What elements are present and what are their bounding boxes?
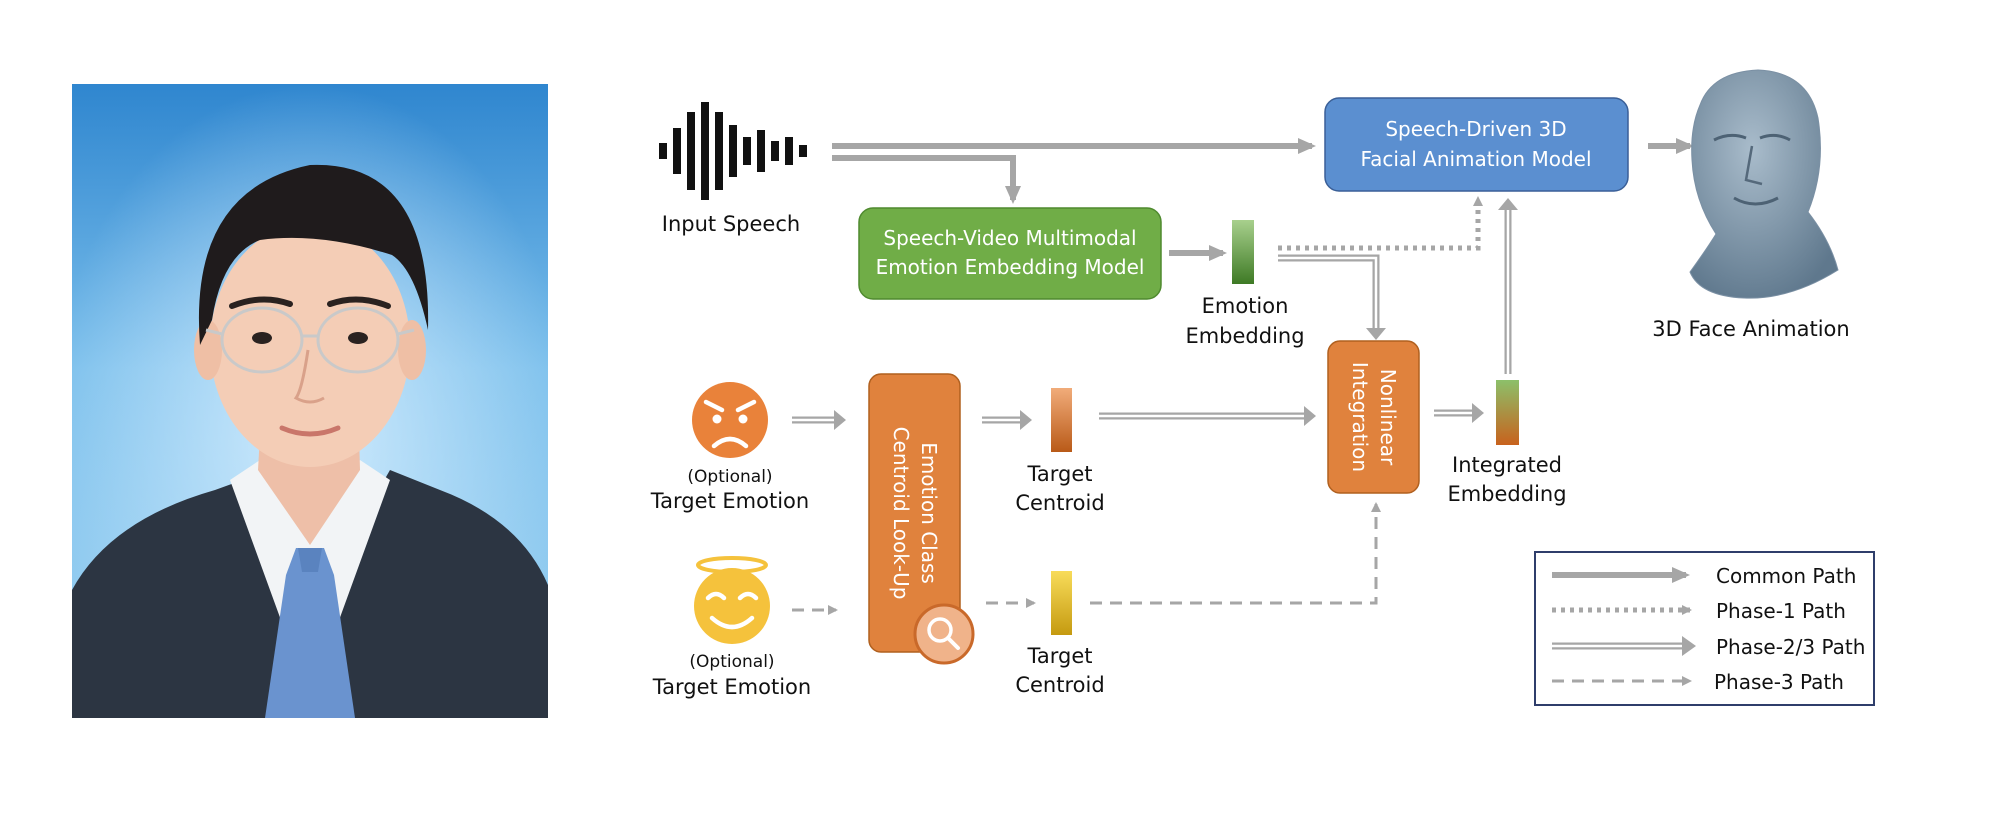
nonlinear-integration-box: Nonlinear Integration (1327, 340, 1420, 494)
arrow-speech-to-emotion-model (832, 155, 1021, 204)
emotion-embedding-line2: Embedding (1185, 324, 1304, 348)
angry-face-icon (692, 382, 768, 458)
3d-head-mesh-icon (1689, 69, 1839, 299)
emotion-embedding-line1: Emotion (1202, 294, 1289, 318)
integrated-embedding-line1: Integrated (1452, 453, 1562, 477)
emotion-embedding-bar (1232, 220, 1254, 284)
target-centroid-2-bar (1051, 571, 1072, 635)
magnifier-icon (913, 603, 975, 665)
legend-label-phase3: Phase-3 Path (1714, 670, 1844, 694)
waveform-icon (659, 102, 807, 200)
lookup-line2: Centroid Look-Up (889, 427, 913, 600)
animation-model-box: Speech-Driven 3D Facial Animation Model (1324, 97, 1629, 192)
animation-model-line2: Facial Animation Model (1360, 147, 1591, 171)
centroid-lookup-box: Emotion Class Centroid Look-Up (868, 373, 961, 653)
phase3-path-arrows (792, 502, 1381, 615)
target-centroid-2-line1: Target (1027, 644, 1093, 668)
legend-label-phase23: Phase-2/3 Path (1716, 635, 1865, 659)
integrated-embedding-line2: Embedding (1447, 482, 1566, 506)
smiling-angel-face-icon (694, 556, 770, 644)
phase23-path-arrows (792, 198, 1518, 430)
arrow-phase1-embedding-to-animation (1278, 196, 1483, 251)
portrait-photo (72, 84, 548, 718)
emotion-model-line2: Emotion Embedding Model (876, 255, 1145, 279)
target-centroid-2-line2: Centroid (1015, 673, 1104, 697)
lookup-line1: Emotion Class (917, 442, 941, 584)
input-speech-label: Input Speech (662, 212, 800, 236)
legend-label-common: Common Path (1716, 564, 1856, 588)
target-emotion-1-label: Target Emotion (650, 489, 809, 513)
target-centroid-1-line1: Target (1027, 462, 1093, 486)
emotion-model-line1: Speech-Video Multimodal (883, 226, 1136, 250)
animation-model-line1: Speech-Driven 3D (1385, 117, 1566, 141)
target-emotion-1-optional: (Optional) (687, 467, 772, 487)
legend-label-phase1: Phase-1 Path (1716, 599, 1846, 623)
target-emotion-2-optional: (Optional) (689, 652, 774, 672)
nonlinear-line2: Integration (1348, 362, 1372, 472)
legend: Common Path Phase-1 Path Phase-2/3 Path … (1534, 551, 1875, 706)
target-centroid-1-line2: Centroid (1015, 491, 1104, 515)
target-centroid-1-bar (1051, 388, 1072, 452)
common-path-arrows (832, 138, 1694, 261)
nonlinear-line1: Nonlinear (1376, 369, 1400, 466)
integrated-embedding-bar (1496, 380, 1519, 445)
face-output-label: 3D Face Animation (1652, 317, 1849, 341)
target-emotion-2-label: Target Emotion (652, 675, 811, 699)
emotion-embedding-model-box: Speech-Video Multimodal Emotion Embeddin… (858, 207, 1162, 300)
legend-swatch-phase23 (1552, 636, 1696, 656)
